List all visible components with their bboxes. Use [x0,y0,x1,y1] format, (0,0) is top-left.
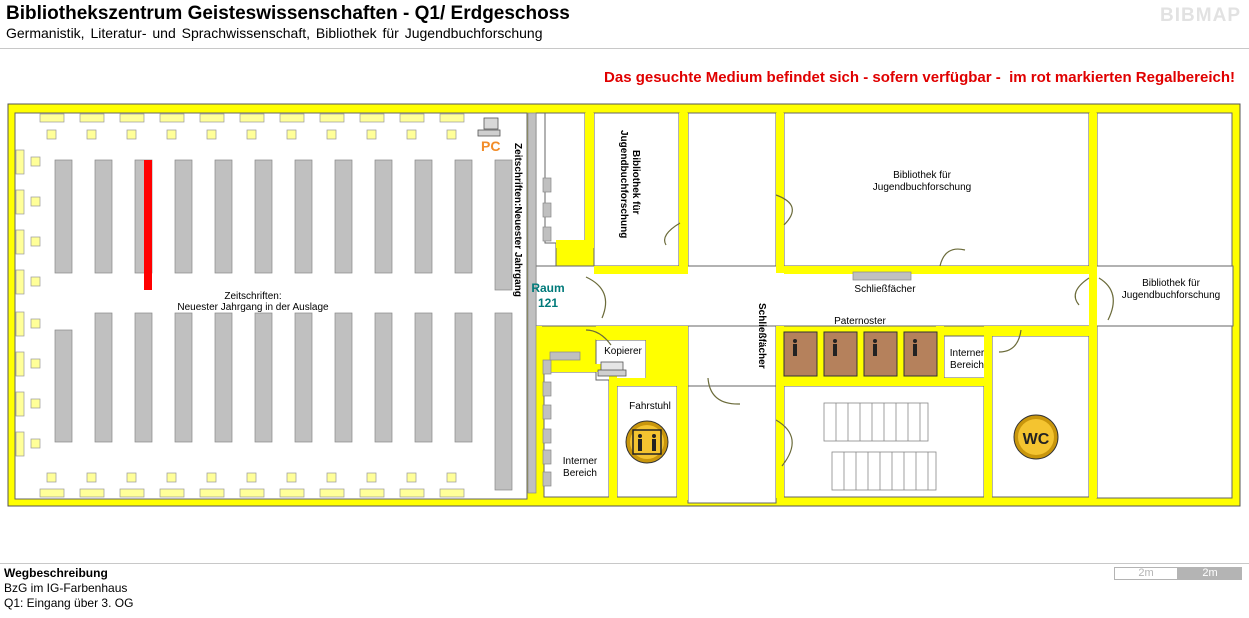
paternoster-label: Paternoster [834,316,886,327]
elevator-icon[interactable] [625,420,669,464]
zeitschriften-sublabel: Neuester Jahrgang in der Auslage [177,302,329,313]
shelves [54,159,513,491]
footer-divider [0,563,1249,564]
walls [536,113,1097,500]
stairs [823,402,937,491]
doors [585,194,1114,467]
directions-line-1: BzG im IG-Farbenhaus [4,581,128,595]
jugend-vertical-label-2: Jugendbuchforschung [618,130,629,238]
highlighted-shelf[interactable] [144,160,152,290]
schliessfaecher-vertical-label: Schließfächer [756,303,767,369]
bibmap-logo: BIBMAP [1160,5,1241,26]
seats-bottom [39,472,465,498]
zeitschriften-vertical-label: Zeitschriften:Neuester Jahrgang [512,143,523,297]
kopierer-label: Kopierer [604,346,642,357]
scale-segment-1: 2m [1114,567,1178,580]
pc-label: PC [481,138,500,154]
copier-icon [597,361,627,377]
scale-bar: 2m 2m [1114,567,1242,580]
paternoster-cabins [783,331,938,377]
wc-icon[interactable]: WC [1013,414,1059,460]
interner-2-label-1: Interner [950,348,985,359]
header-divider [0,48,1249,49]
raum-number: 121 [538,296,558,310]
floor-plan[interactable]: PC Zeitschriften: Neuester Jahrgang in d… [0,95,1249,515]
interner-1-label-1: Interner [563,456,598,467]
seats-top [39,113,465,140]
location-notice: Das gesuchte Medium befindet sich - sofe… [604,69,1235,86]
jugend-vertical-label-1: Bibliothek für [630,150,641,215]
directions-line-2: Q1: Eingang über 3. OG [4,596,134,610]
seats-left [15,149,41,457]
jugend-right-label-1: Bibliothek für [1142,278,1200,289]
wall-shelves [527,112,912,494]
computer-icon[interactable] [477,117,501,137]
rooms [535,112,1234,504]
jugend-main-label-1: Bibliothek für [893,170,951,181]
jugend-main-label-2: Jugendbuchforschung [873,182,971,193]
room-jugend-main [783,112,1090,267]
scale-segment-2: 2m [1178,567,1242,580]
zeitschriften-label: Zeitschriften: [224,291,281,302]
directions-heading: Wegbeschreibung [4,566,108,580]
interner-1-label-2: Bereich [563,468,597,479]
fahrstuhl-label: Fahrstuhl [629,401,671,412]
jugend-right-label-2: Jugendbuchforschung [1122,290,1220,301]
page-subtitle: Germanistik, Literatur- und Sprachwissen… [6,25,543,41]
interner-2-label-2: Bereich [950,360,984,371]
directions: Wegbeschreibung BzG im IG-Farbenhaus Q1:… [4,566,133,611]
schliessfaecher-label: Schließfächer [854,284,916,295]
wc-label: WC [1023,431,1050,448]
page-title: Bibliothekszentrum Geisteswissenschaften… [6,3,570,24]
raum-label: Raum [531,281,564,295]
